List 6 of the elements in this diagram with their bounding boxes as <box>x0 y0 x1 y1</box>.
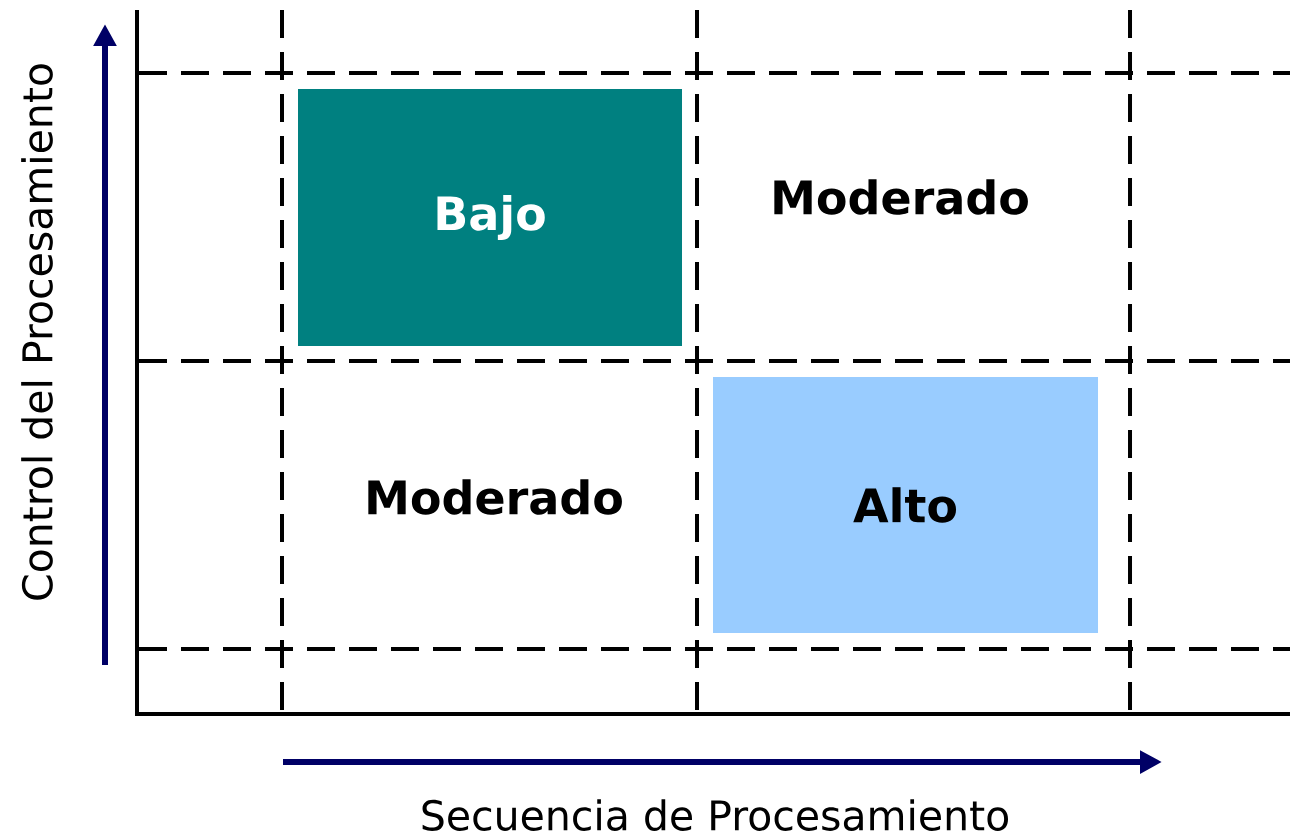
rating-box: Bajo <box>298 89 682 346</box>
axis-label: Secuencia de Procesamiento <box>422 799 1008 831</box>
cell-label: Moderado <box>774 179 1028 215</box>
axis-label: Control del Procesamiento <box>21 64 53 600</box>
cell-label: Moderado <box>368 479 622 515</box>
rating-box: Alto <box>713 377 1098 633</box>
